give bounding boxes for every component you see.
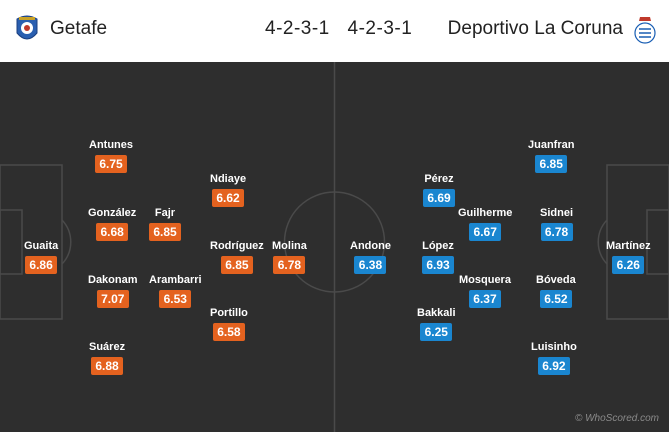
player-rating: 6.85 — [220, 256, 253, 274]
player-martinez[interactable]: Martínez 6.26 — [606, 240, 651, 274]
player-rating: 6.68 — [96, 223, 129, 241]
credit-text: © WhoScored.com — [574, 413, 659, 424]
player-rating: 6.85 — [535, 155, 568, 173]
player-name: Pérez — [424, 173, 454, 185]
player-luisinho[interactable]: Luisinho 6.92 — [531, 341, 577, 375]
player-portillo[interactable]: Portillo 6.58 — [210, 307, 248, 341]
player-rating: 7.07 — [96, 290, 129, 308]
pitch: Guaita 6.86 Antunes 6.75 González 6.68 D… — [0, 62, 669, 432]
formations: 4-2-3-1 4-2-3-1 — [265, 18, 424, 40]
home-formation: 4-2-3-1 — [265, 18, 330, 39]
away-formation: 4-2-3-1 — [347, 18, 413, 39]
getafe-crest-icon — [16, 15, 38, 40]
player-guaita[interactable]: Guaita 6.86 — [24, 240, 58, 274]
player-antunes[interactable]: Antunes 6.75 — [89, 139, 133, 173]
player-gonzalez[interactable]: González 6.68 — [88, 207, 136, 241]
player-andone[interactable]: Andone 6.38 — [350, 240, 391, 274]
player-fajr[interactable]: Fajr 6.85 — [149, 207, 181, 241]
player-rating: 6.67 — [469, 223, 502, 241]
player-name: Arambarri — [149, 274, 202, 286]
player-rating: 6.26 — [612, 256, 645, 274]
player-name: Fajr — [154, 207, 176, 219]
player-name: Sidnei — [540, 207, 574, 219]
player-rating: 6.69 — [423, 189, 455, 207]
player-name: López — [422, 240, 454, 252]
player-rating: 6.88 — [91, 357, 124, 375]
player-rating: 6.37 — [468, 290, 501, 308]
player-guilherme[interactable]: Guilherme 6.67 — [458, 207, 512, 241]
player-bakkali[interactable]: Bakkali 6.25 — [417, 307, 456, 341]
player-name: Bakkali — [417, 307, 456, 319]
player-rodriguez[interactable]: Rodríguez 6.85 — [210, 240, 264, 274]
player-name: Molina — [272, 240, 307, 252]
player-rating: 6.78 — [540, 223, 573, 241]
player-name: Rodríguez — [210, 240, 264, 252]
player-name: Antunes — [89, 139, 133, 151]
player-name: Portillo — [210, 307, 248, 319]
player-name: Guaita — [24, 240, 59, 252]
pitch-lines — [0, 62, 669, 432]
player-rating: 6.62 — [212, 189, 245, 207]
player-rating: 6.25 — [420, 323, 453, 341]
player-suarez[interactable]: Suárez 6.88 — [89, 341, 125, 375]
player-name: Bóveda — [536, 274, 576, 286]
player-lopez[interactable]: López 6.93 — [422, 240, 454, 274]
player-name: Suárez — [89, 341, 126, 353]
player-rating: 6.92 — [537, 357, 570, 375]
player-rating: 6.75 — [95, 155, 127, 173]
player-rating: 6.86 — [25, 256, 58, 274]
player-name: González — [88, 207, 137, 219]
player-name: Dakonam — [88, 274, 138, 286]
player-rating: 6.52 — [539, 290, 572, 308]
player-rating: 6.85 — [149, 223, 181, 241]
player-mosquera[interactable]: Mosquera 6.37 — [459, 274, 511, 308]
player-name: Luisinho — [531, 341, 577, 353]
player-name: Andone — [350, 240, 391, 252]
player-name: Martínez — [606, 240, 651, 252]
player-rating: 6.58 — [212, 323, 245, 341]
away-team-name: Deportivo La Coruna — [447, 18, 623, 39]
player-perez[interactable]: Pérez 6.69 — [423, 173, 455, 207]
player-dakonam[interactable]: Dakonam 7.07 — [88, 274, 138, 308]
player-molina[interactable]: Molina 6.78 — [272, 240, 307, 274]
deportivo-crest-icon — [634, 17, 656, 44]
player-rating: 6.93 — [422, 256, 454, 274]
player-rating: 6.38 — [354, 256, 387, 274]
player-rating: 6.78 — [273, 256, 306, 274]
player-boveda[interactable]: Bóveda 6.52 — [536, 274, 576, 308]
player-sidnei[interactable]: Sidnei 6.78 — [540, 207, 573, 241]
home-team-name: Getafe — [50, 18, 108, 39]
player-name: Mosquera — [459, 274, 511, 286]
player-arambarri[interactable]: Arambarri 6.53 — [149, 274, 202, 308]
player-juanfran[interactable]: Juanfran 6.85 — [528, 139, 574, 173]
player-name: Juanfran — [528, 139, 575, 151]
match-header: Getafe 4-2-3-1 4-2-3-1 Deportivo La Coru… — [0, 0, 669, 62]
player-rating: 6.53 — [159, 290, 192, 308]
player-ndiaye[interactable]: Ndiaye 6.62 — [210, 173, 246, 207]
player-name: Ndiaye — [210, 173, 247, 185]
player-name: Guilherme — [458, 207, 513, 219]
